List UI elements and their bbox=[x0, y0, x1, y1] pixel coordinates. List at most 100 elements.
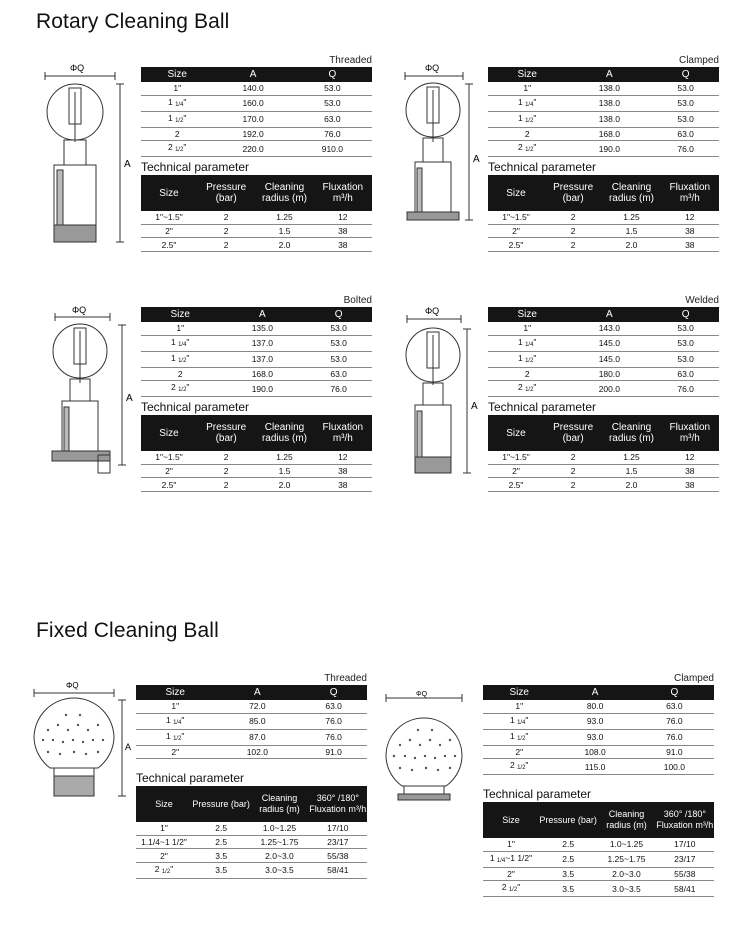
table-cell: 1 1/2" bbox=[141, 351, 220, 368]
connection-type-label: Threaded bbox=[324, 673, 367, 684]
column-header: Size bbox=[488, 175, 544, 212]
phi-q-label: ΦQ bbox=[425, 306, 439, 316]
table-cell: 170.0 bbox=[213, 111, 293, 128]
column-header: Cleaning radius (m) bbox=[597, 802, 656, 839]
table-cell: 145.0 bbox=[566, 351, 653, 368]
technical-parameter-label: Technical parameter bbox=[483, 787, 592, 802]
column-header: Size bbox=[483, 685, 556, 700]
table-cell: 1"~1.5" bbox=[141, 211, 197, 225]
column-header: Size bbox=[141, 307, 220, 322]
a-label: A bbox=[471, 401, 478, 412]
a-label: A bbox=[473, 154, 480, 165]
table-cell: 23/17 bbox=[655, 851, 714, 868]
a-label: A bbox=[126, 393, 133, 404]
table-cell: 168.0 bbox=[566, 127, 653, 142]
column-header: Size bbox=[488, 415, 544, 452]
table-cell: 1.5 bbox=[602, 464, 661, 479]
table-cell: 1.25 bbox=[255, 451, 314, 465]
table-cell: 93.0 bbox=[555, 713, 635, 730]
table-cell: 138.0 bbox=[566, 95, 653, 112]
table-cell: 2" bbox=[483, 867, 539, 882]
table-cell: 1.25 bbox=[255, 211, 314, 225]
column-header: Pressure (bar) bbox=[543, 415, 603, 452]
connection-type-label: Clamped bbox=[678, 55, 719, 66]
column-header: Q bbox=[634, 685, 714, 700]
column-header: Size bbox=[488, 307, 567, 322]
column-header: Fluxation m³/h bbox=[313, 175, 372, 212]
technical-parameter-label: Technical parameter bbox=[141, 160, 250, 175]
table-cell: 80.0 bbox=[555, 700, 635, 714]
phi-q-label: ΦQ bbox=[70, 63, 84, 73]
connection-type-label: Welded bbox=[685, 295, 719, 306]
column-header: A bbox=[566, 307, 653, 322]
phi-q-label: ΦQ bbox=[72, 305, 86, 315]
table-cell: 63.0 bbox=[305, 367, 372, 382]
technical-parameter-label: Technical parameter bbox=[136, 771, 245, 786]
table-cell: 138.0 bbox=[566, 111, 653, 128]
table-cell: 180.0 bbox=[566, 367, 653, 382]
table-cell: 76.0 bbox=[300, 729, 367, 746]
table-cell: 1 1/4" bbox=[141, 95, 214, 112]
table-cell: 2" bbox=[141, 224, 197, 239]
table-cell: 137.0 bbox=[219, 335, 306, 352]
table-cell: 1.25~1.75 bbox=[597, 851, 656, 868]
column-header: Size bbox=[488, 67, 567, 82]
table-cell: 1" bbox=[483, 838, 539, 852]
table-cell: 58/41 bbox=[308, 862, 367, 879]
column-header: Size bbox=[483, 802, 539, 839]
table-cell: 190.0 bbox=[219, 380, 306, 398]
column-header: Pressure (bar) bbox=[191, 786, 251, 823]
table-cell: 138.0 bbox=[566, 82, 653, 96]
table-cell: 17/10 bbox=[308, 822, 367, 836]
table-cell: 2" bbox=[136, 745, 215, 760]
table-cell: 1 1/4" bbox=[141, 335, 220, 352]
table-cell: 145.0 bbox=[566, 335, 653, 352]
a-label: A bbox=[124, 159, 131, 170]
rotary-bolted-drawing: ΦQ A bbox=[51, 305, 133, 474]
table-cell: 1" bbox=[141, 82, 214, 96]
table-cell: 2.5" bbox=[488, 477, 544, 492]
table-cell: 12 bbox=[313, 451, 372, 465]
table-cell: 1.1/4~1 1/2" bbox=[136, 835, 192, 850]
column-header: Q bbox=[300, 685, 367, 700]
table-cell: 2.5 bbox=[538, 838, 598, 852]
rotary-clamped-drawing: ΦQ A bbox=[404, 63, 480, 221]
table-cell: 38 bbox=[660, 464, 719, 479]
phi-q-label: ΦQ bbox=[425, 63, 439, 73]
rotary-threaded-drawing: ΦQ A bbox=[44, 63, 131, 243]
table-cell: 2 1/2" bbox=[141, 380, 220, 398]
table-cell: 1" bbox=[488, 322, 567, 336]
column-header: Q bbox=[652, 67, 719, 82]
table-cell: 2.5 bbox=[191, 822, 251, 836]
table-cell: 1.5 bbox=[602, 224, 661, 239]
column-header: Size bbox=[141, 175, 197, 212]
table-cell: 12 bbox=[313, 211, 372, 225]
table-cell: 1.25~1.75 bbox=[250, 835, 309, 850]
table-cell: 2" bbox=[483, 745, 556, 760]
table-cell: 3.5 bbox=[191, 862, 251, 879]
table-cell: 102.0 bbox=[214, 745, 301, 760]
table-cell: 53.0 bbox=[305, 335, 372, 352]
table-cell: 55/38 bbox=[308, 848, 367, 863]
column-header: Cleaning radius (m) bbox=[255, 415, 314, 452]
table-cell: 53.0 bbox=[652, 111, 719, 128]
table-cell: 76.0 bbox=[634, 729, 714, 746]
